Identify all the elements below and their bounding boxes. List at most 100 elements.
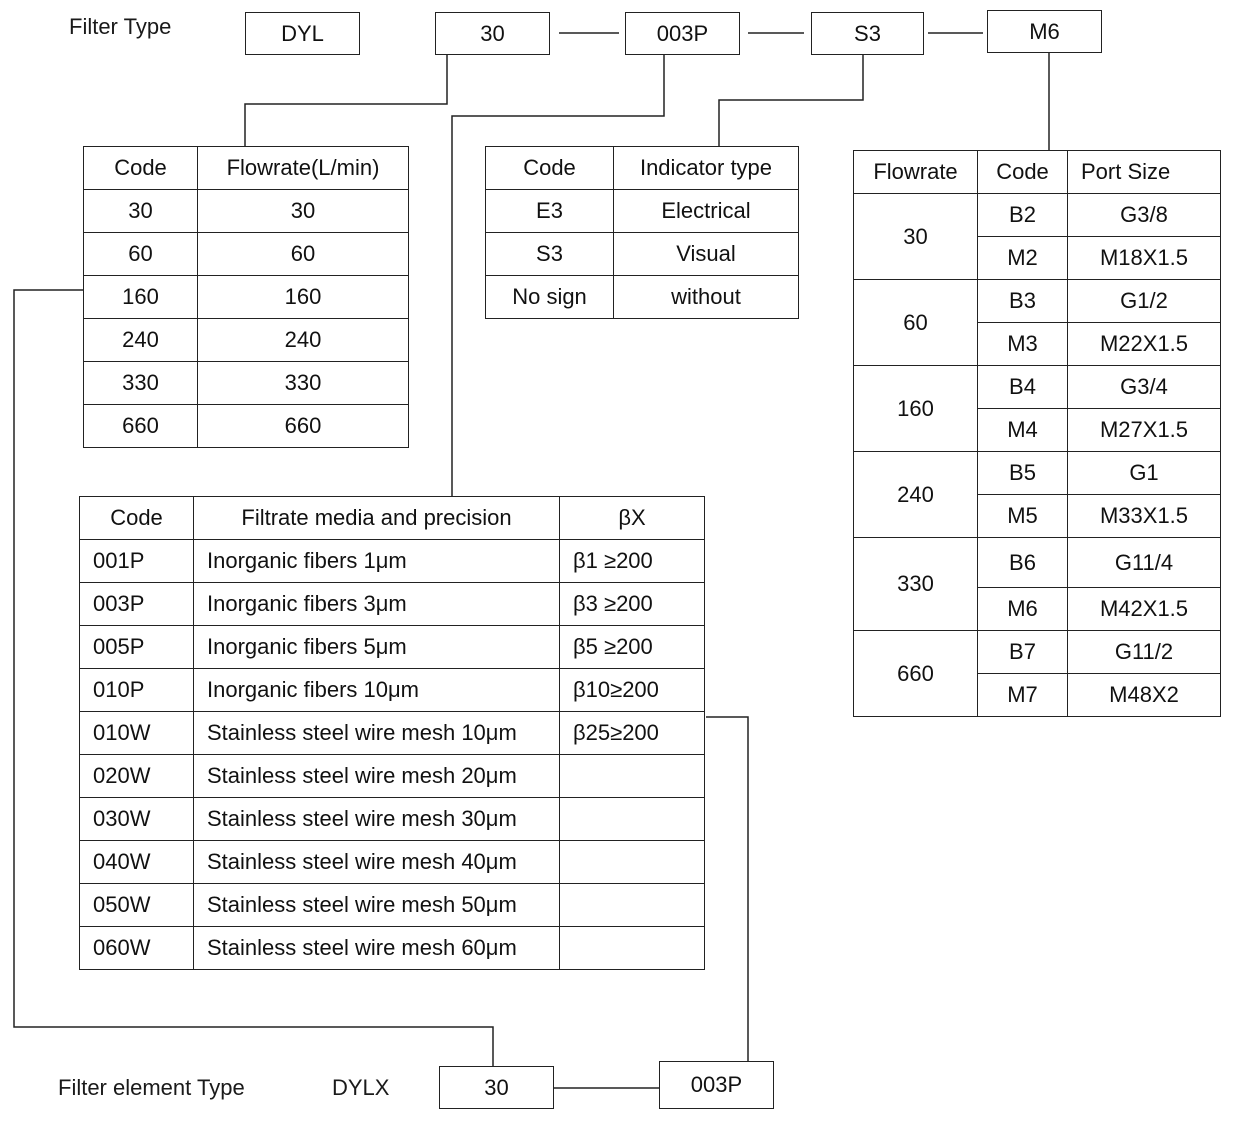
code-cell: 60 bbox=[83, 232, 198, 276]
header-cell: Indicator type bbox=[613, 146, 799, 190]
table-row: 001P Inorganic fibers 1μm β1 ≥200 bbox=[79, 539, 705, 583]
table-row: 240 240 bbox=[83, 318, 409, 362]
port-size-cell: M18X1.5 bbox=[1067, 236, 1221, 280]
beta-cell bbox=[559, 754, 705, 798]
header-cell: Filtrate media and precision bbox=[193, 496, 560, 540]
table-row: 660 B7 G11/2 bbox=[853, 630, 1221, 717]
header-cell: Code bbox=[83, 146, 198, 190]
element-prefix: DYLX bbox=[332, 1075, 390, 1100]
header-cell: Port Size bbox=[1067, 150, 1221, 194]
table-row: M5 M33X1.5 bbox=[854, 494, 1221, 538]
table-row: 30 B2 G3/8 bbox=[853, 193, 1221, 280]
media-cell: Stainless steel wire mesh 30μm bbox=[193, 797, 560, 841]
media-cell: Inorganic fibers 10μm bbox=[193, 668, 560, 712]
beta-cell: β5 ≥200 bbox=[559, 625, 705, 669]
table-row: 660 660 bbox=[83, 404, 409, 448]
header-cell: Code bbox=[79, 496, 194, 540]
code-cell: B2 bbox=[977, 193, 1068, 237]
code-cell: 020W bbox=[79, 754, 194, 798]
flowrate-cell: 330 bbox=[853, 537, 978, 631]
media-cell: Stainless steel wire mesh 60μm bbox=[193, 926, 560, 970]
table-header-row: Code Filtrate media and precision βX bbox=[79, 496, 705, 540]
header-cell: Flowrate bbox=[853, 150, 978, 194]
footer-code-box-flowrate: 30 bbox=[439, 1066, 554, 1109]
beta-cell bbox=[559, 840, 705, 884]
code-cell: M6 bbox=[977, 587, 1068, 631]
table-header-row: Code Flowrate(L/min) bbox=[83, 146, 409, 190]
header-cell: βX bbox=[559, 496, 705, 540]
code-cell: B4 bbox=[977, 365, 1068, 409]
port-size-cell: M27X1.5 bbox=[1067, 408, 1221, 452]
table-row: 160 160 bbox=[83, 275, 409, 319]
beta-cell bbox=[559, 883, 705, 927]
flowrate-cell: 30 bbox=[197, 189, 409, 233]
connector-footer-003p bbox=[706, 716, 749, 1062]
flowrate-cell: 240 bbox=[197, 318, 409, 362]
port-size-table: Flowrate Code Port Size 30 B2 G3/8 M2 M1… bbox=[853, 150, 1221, 717]
table-row: M3 M22X1.5 bbox=[854, 322, 1221, 366]
beta-cell: β3 ≥200 bbox=[559, 582, 705, 626]
code-cell: 040W bbox=[79, 840, 194, 884]
flowrate-cell: 240 bbox=[853, 451, 978, 538]
table-row: 040W Stainless steel wire mesh 40μm bbox=[79, 840, 705, 884]
flowrate-cell: 160 bbox=[853, 365, 978, 452]
table-row: 240 B5 G1 bbox=[853, 451, 1221, 538]
code-cell: 050W bbox=[79, 883, 194, 927]
header-cell: Flowrate(L/min) bbox=[197, 146, 409, 190]
code-cell: 010W bbox=[79, 711, 194, 755]
connector-media bbox=[451, 54, 665, 496]
beta-cell: β25≥200 bbox=[559, 711, 705, 755]
code-cell: 330 bbox=[83, 361, 198, 405]
table-row: 60 B3 G1/2 bbox=[853, 279, 1221, 366]
table-row: 050W Stainless steel wire mesh 50μm bbox=[79, 883, 705, 927]
port-size-cell: M48X2 bbox=[1067, 673, 1221, 717]
code-cell: S3 bbox=[485, 232, 614, 276]
table-row: 160 B4 G3/4 bbox=[853, 365, 1221, 452]
table-row: M2 M18X1.5 bbox=[854, 236, 1221, 280]
table-row: E3 Electrical bbox=[485, 189, 799, 233]
code-cell: 001P bbox=[79, 539, 194, 583]
code-box-indicator: S3 bbox=[811, 12, 924, 55]
table-row: 060W Stainless steel wire mesh 60μm bbox=[79, 926, 705, 970]
code-cell: B6 bbox=[977, 537, 1068, 588]
footer-code-box-media: 003P bbox=[659, 1061, 774, 1109]
code-cell: 160 bbox=[83, 275, 198, 319]
table-row: 005P Inorganic fibers 5μm β5 ≥200 bbox=[79, 625, 705, 669]
code-cell: 30 bbox=[83, 189, 198, 233]
filter-element-type-label: Filter element Type bbox=[58, 1075, 245, 1100]
table-row: M7 M48X2 bbox=[854, 673, 1221, 717]
header-cell: Code bbox=[977, 150, 1068, 194]
port-size-cell: G11/4 bbox=[1067, 537, 1221, 588]
table-row: 60 60 bbox=[83, 232, 409, 276]
code-cell: B5 bbox=[977, 451, 1068, 495]
code-cell: 003P bbox=[79, 582, 194, 626]
table-row: 010P Inorganic fibers 10μm β10≥200 bbox=[79, 668, 705, 712]
indicator-table: Code Indicator type E3 Electrical S3 Vis… bbox=[485, 146, 799, 319]
table-row: 003P Inorganic fibers 3μm β3 ≥200 bbox=[79, 582, 705, 626]
filter-type-label: Filter Type bbox=[69, 14, 172, 39]
code-cell: M2 bbox=[977, 236, 1068, 280]
flowrate-cell: 60 bbox=[197, 232, 409, 276]
media-cell: Inorganic fibers 3μm bbox=[193, 582, 560, 626]
code-cell: M5 bbox=[977, 494, 1068, 538]
beta-cell bbox=[559, 926, 705, 970]
indicator-cell: Visual bbox=[613, 232, 799, 276]
port-size-cell: G1 bbox=[1067, 451, 1221, 495]
connector-footer-30 bbox=[13, 289, 494, 1066]
code-cell: B3 bbox=[977, 279, 1068, 323]
port-size-cell: M33X1.5 bbox=[1067, 494, 1221, 538]
flowrate-cell: 30 bbox=[853, 193, 978, 280]
table-row: 330 B6 G11/4 bbox=[853, 537, 1221, 631]
code-cell: 240 bbox=[83, 318, 198, 362]
media-cell: Inorganic fibers 5μm bbox=[193, 625, 560, 669]
port-size-cell: G3/4 bbox=[1067, 365, 1221, 409]
flowrate-cell: 60 bbox=[853, 279, 978, 366]
flowrate-table: Code Flowrate(L/min) 30 30 60 60 160 160… bbox=[83, 146, 409, 448]
indicator-cell: Electrical bbox=[613, 189, 799, 233]
flowrate-cell: 660 bbox=[197, 404, 409, 448]
table-row: No sign without bbox=[485, 275, 799, 319]
indicator-cell: without bbox=[613, 275, 799, 319]
code-box-flowrate: 30 bbox=[435, 12, 550, 55]
flowrate-cell: 330 bbox=[197, 361, 409, 405]
